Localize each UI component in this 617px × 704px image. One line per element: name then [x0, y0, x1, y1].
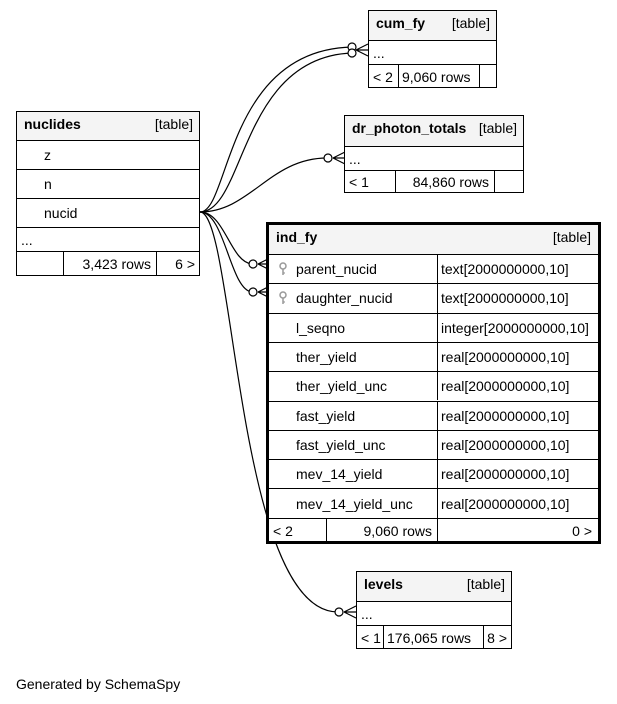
column-row[interactable]: ther_yield_unc real[2000000000,10] [269, 371, 598, 401]
children-count[interactable]: 6 > [175, 255, 195, 272]
table-header: nuclides [table] [17, 112, 199, 140]
table-name[interactable]: ind_fy [276, 229, 318, 245]
ellipsis-text: ... [373, 44, 385, 61]
footer-row: < 1 84,860 rows [345, 170, 523, 193]
column-type: real[2000000000,10] [441, 378, 570, 395]
footer-row: < 1 176,065 rows 8 > [357, 625, 511, 649]
children-count[interactable]: 0 > [572, 522, 592, 539]
column-row[interactable]: fast_yield real[2000000000,10] [269, 400, 598, 430]
row-count: 9,060 rows [402, 68, 471, 85]
parents-count[interactable]: < 2 [273, 522, 293, 539]
column-type: integer[2000000000,10] [441, 319, 589, 336]
generated-by-footer: Generated by SchemaSpy [16, 676, 181, 692]
edge-nuclides-ind-fy-parent [199, 211, 253, 265]
column-name: l_seqno [296, 319, 346, 336]
column-name: mev_14_yield_unc [296, 495, 413, 512]
column-name: n [44, 176, 52, 192]
column-row[interactable]: daughter_nucid text[2000000000,10] [269, 283, 598, 313]
column-row[interactable]: mev_14_yield_unc real[2000000000,10] [269, 488, 598, 518]
table-name[interactable]: nuclides [24, 116, 81, 132]
table-nuclides[interactable]: nuclides [table] z n nucid ... 3,423 row… [16, 111, 200, 276]
column-type: real[2000000000,10] [441, 495, 570, 512]
column-type: text[2000000000,10] [441, 290, 569, 307]
column-name: nucid [44, 205, 78, 221]
column-name: ther_yield [296, 349, 357, 366]
key-icon [278, 262, 288, 276]
ellipsis-text: ... [21, 231, 33, 248]
key-icon [278, 291, 288, 305]
table-name[interactable]: dr_photon_totals [352, 120, 467, 136]
table-ind-fy[interactable]: ind_fy [table] parent_nucid text[20000000… [266, 222, 601, 544]
column-name: parent_nucid [296, 261, 377, 278]
column-name: ther_yield_unc [296, 378, 388, 395]
row-count: 9,060 rows [363, 522, 432, 539]
column-name: daughter_nucid [296, 290, 393, 307]
column-name: fast_yield [296, 407, 356, 424]
footer-row: < 2 9,060 rows 0 > [269, 518, 598, 542]
parents-count[interactable]: < 2 [373, 68, 393, 85]
column-name: mev_14_yield [296, 466, 383, 483]
edge-nuclides-cum-fy-2 [199, 52, 353, 213]
footer-row: 3,423 rows 6 > [17, 251, 199, 275]
row-count: 84,860 rows [412, 174, 489, 190]
column-type: text[2000000000,10] [441, 261, 569, 278]
column-type: real[2000000000,10] [441, 436, 570, 453]
footer-row: < 2 9,060 rows [369, 64, 496, 88]
table-type: [table] [552, 229, 591, 245]
edge-nuclides-levels [199, 211, 339, 613]
table-cum-fy[interactable]: cum_fy [table] ... < 2 9,060 rows [368, 10, 497, 88]
table-type: [table] [154, 116, 193, 132]
ellipsis-row: ... [357, 601, 511, 625]
row-count: 3,423 rows [82, 255, 151, 272]
table-levels[interactable]: levels [table] ... < 1 176,065 rows 8 > [356, 571, 512, 649]
table-header: levels [table] [357, 572, 511, 601]
ellipsis-text: ... [361, 605, 373, 622]
table-type: [table] [478, 120, 517, 136]
column-row[interactable]: fast_yield_unc real[2000000000,10] [269, 429, 598, 460]
ellipsis-row: ... [345, 146, 523, 170]
column-type: real[2000000000,10] [441, 466, 570, 483]
ellipsis-text: ... [349, 150, 361, 167]
column-name: z [44, 147, 51, 163]
table-type: [table] [451, 15, 490, 31]
edge-nuclides-cum-fy-1 [199, 46, 353, 213]
ellipsis-row: ... [17, 227, 199, 251]
table-type: [table] [466, 576, 505, 592]
column-row[interactable]: z [17, 140, 199, 169]
column-type: real[2000000000,10] [441, 349, 570, 366]
children-count[interactable]: 8 > [487, 629, 507, 646]
table-header: ind_fy [table] [269, 225, 598, 254]
edge-nuclides-ind-fy-daughter [199, 211, 253, 293]
column-row[interactable]: mev_14_yield real[2000000000,10] [269, 459, 598, 489]
row-count: 176,065 rows [387, 629, 472, 646]
table-dr-photon-totals[interactable]: dr_photon_totals [table] ... < 1 84,860 … [344, 115, 524, 193]
edge-nuclides-dr-photon [199, 157, 328, 213]
table-header: dr_photon_totals [table] [345, 116, 523, 146]
column-row[interactable]: parent_nucid text[2000000000,10] [269, 254, 598, 284]
table-name[interactable]: levels [364, 576, 403, 592]
column-row[interactable]: nucid [17, 198, 199, 227]
column-row[interactable]: ther_yield real[2000000000,10] [269, 341, 598, 372]
column-name: fast_yield_unc [296, 436, 386, 453]
column-row[interactable]: l_seqno integer[2000000000,10] [269, 312, 598, 342]
table-name[interactable]: cum_fy [376, 15, 426, 31]
column-type: real[2000000000,10] [441, 407, 570, 424]
table-header: cum_fy [table] [369, 11, 496, 40]
parents-count[interactable]: < 1 [361, 629, 381, 646]
ellipsis-row: ... [369, 40, 496, 64]
parents-count[interactable]: < 1 [349, 174, 369, 190]
column-row[interactable]: n [17, 169, 199, 198]
